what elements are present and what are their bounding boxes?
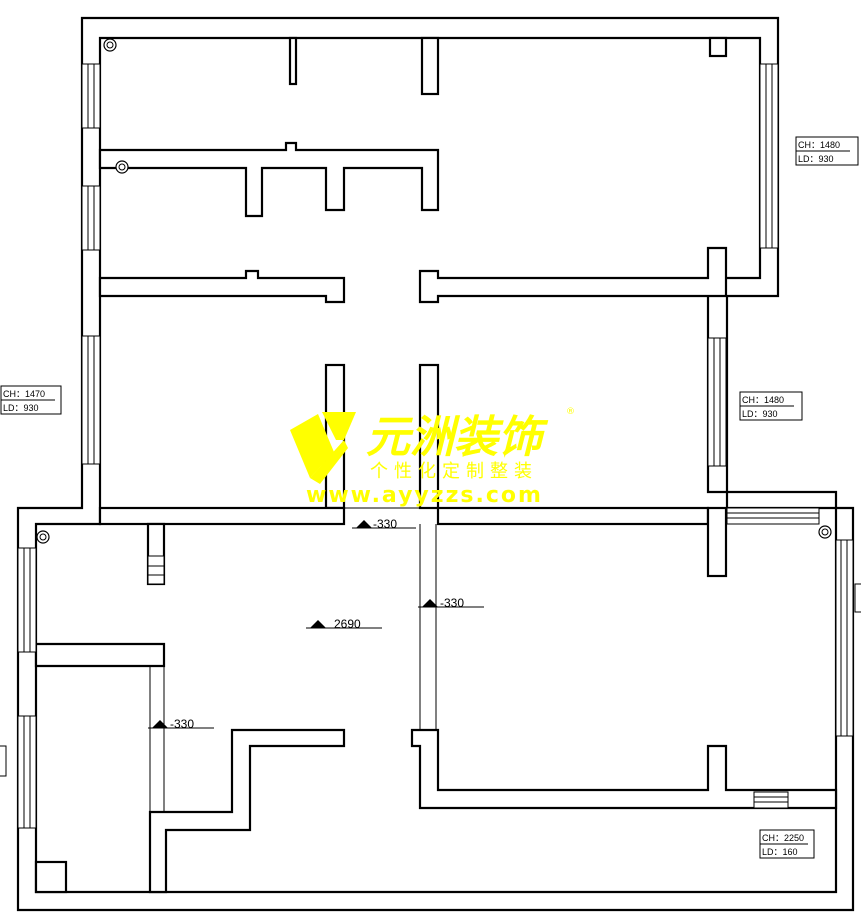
tag-ld: LD：930 xyxy=(3,403,39,413)
window xyxy=(835,539,854,737)
window-tag: CH：2250 LD：160 xyxy=(759,829,815,859)
watermark-url: www.ayyzzs.com xyxy=(306,483,543,508)
logo-icon xyxy=(290,412,356,484)
thin-lines xyxy=(149,507,437,812)
level-value: -330 xyxy=(373,517,397,531)
level-value: 2690 xyxy=(334,617,361,631)
pipe-icon xyxy=(115,160,129,174)
pipe-icon xyxy=(818,525,832,539)
watermark: 元洲装饰 ® 个性化定制整装 www.ayyzzs.com xyxy=(290,407,575,508)
window xyxy=(726,507,820,525)
window xyxy=(707,337,727,467)
level-triangle-icon xyxy=(422,599,438,607)
window-tag: CH：1480 LD：930 xyxy=(795,136,859,166)
interior-walls xyxy=(34,36,838,894)
level-triangle-icon xyxy=(152,720,168,728)
window xyxy=(147,555,165,585)
tag-ch: CH：1470 xyxy=(3,389,45,399)
level-triangle-icon xyxy=(356,520,372,528)
level-marker: 2690 xyxy=(306,617,382,631)
tag-ld: LD：930 xyxy=(798,154,834,164)
window xyxy=(17,715,37,829)
level-value: -330 xyxy=(440,596,464,610)
tag-ch: CH：1480 xyxy=(798,140,840,150)
level-value: -330 xyxy=(170,717,194,731)
pipe-markers xyxy=(36,38,832,544)
watermark-registered: ® xyxy=(566,407,575,417)
watermark-brand: 元洲装饰 xyxy=(366,412,549,463)
window xyxy=(81,335,101,465)
level-triangle-icon xyxy=(310,620,326,628)
tag-ch: CH：2250 xyxy=(762,833,804,843)
level-marker: -330 xyxy=(148,717,214,731)
window-tag-cropped xyxy=(854,583,861,613)
pipe-icon xyxy=(103,38,117,52)
window xyxy=(17,547,37,653)
pipe-icon xyxy=(36,530,50,544)
watermark-slogan: 个性化定制整装 xyxy=(370,461,538,482)
window xyxy=(753,791,789,809)
window xyxy=(81,185,101,251)
tag-ch: CH：1480 xyxy=(742,395,784,405)
tag-ld: LD：160 xyxy=(762,847,798,857)
window-tag-cropped xyxy=(0,745,7,777)
level-marker: -330 xyxy=(418,596,484,610)
window-tag: CH：1470 LD：930 xyxy=(0,385,62,415)
level-marker: -330 xyxy=(352,517,416,531)
window xyxy=(759,63,779,249)
window xyxy=(81,63,101,129)
tag-ld: LD：930 xyxy=(742,409,778,419)
window-tag: CH：1480 LD：930 xyxy=(739,391,803,421)
windows xyxy=(17,63,854,829)
